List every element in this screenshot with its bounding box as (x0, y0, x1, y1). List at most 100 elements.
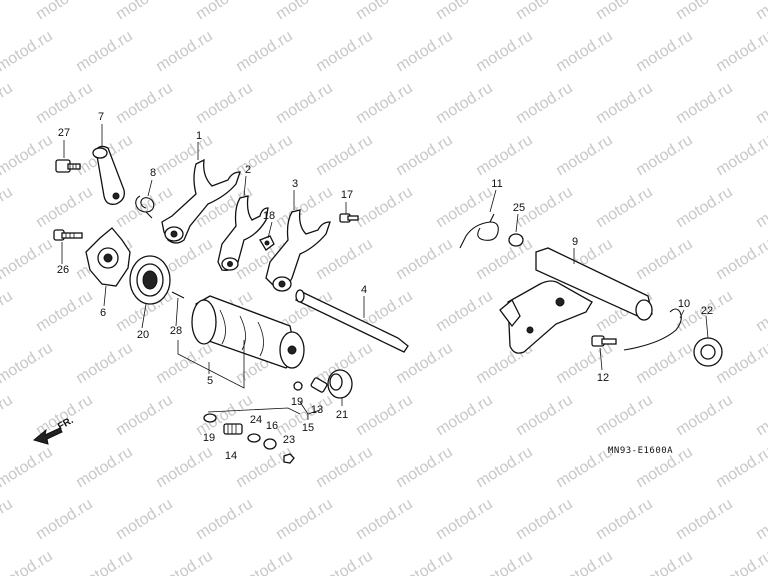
part-28-pin[interactable] (171, 291, 185, 299)
watermark-text: motod.ru (313, 28, 376, 76)
part-22-seal[interactable] (693, 337, 723, 367)
watermark-text: motod.ru (553, 28, 616, 76)
callout-21[interactable]: 21 (336, 409, 348, 421)
callout-11[interactable]: 11 (491, 178, 502, 190)
part-27-bolt[interactable] (55, 159, 81, 173)
part-12-bolt[interactable] (591, 335, 617, 347)
part-2-shift-fork[interactable] (217, 195, 269, 271)
watermark-text: motod.ru (313, 548, 376, 576)
watermark-text: motod.ru (113, 392, 176, 440)
watermark-text: motod.ru (313, 132, 376, 180)
watermark-text: motod.ru (73, 444, 136, 492)
part-19-washer-lower[interactable] (203, 413, 217, 423)
callout-20[interactable]: 20 (137, 329, 149, 341)
watermark-text: motod.ru (473, 444, 536, 492)
watermark-text: motod.ru (513, 392, 576, 440)
callout-8[interactable]: 8 (150, 167, 156, 179)
watermark-text: motod.ru (433, 288, 496, 336)
part-25-ring[interactable] (508, 233, 524, 247)
part-9-shift-spindle[interactable] (499, 247, 653, 354)
part-17-bolt[interactable] (339, 213, 359, 223)
watermark-text: motod.ru (353, 496, 416, 544)
callout-2[interactable]: 2 (245, 164, 251, 176)
callout-23[interactable]: 23 (283, 434, 295, 446)
callout-25[interactable]: 25 (513, 202, 525, 214)
watermark-text: motod.ru (113, 0, 176, 23)
watermark-text: motod.ru (673, 0, 736, 23)
callout-3[interactable]: 3 (292, 178, 298, 190)
watermark-text: motod.ru (353, 80, 416, 128)
watermark-text: motod.ru (353, 392, 416, 440)
part-18-clip[interactable] (259, 235, 275, 251)
part-8-spring[interactable] (135, 195, 155, 219)
watermark-text: motod.ru (153, 548, 216, 576)
watermark-text: motod.ru (113, 80, 176, 128)
watermark-text: motod.ru (73, 28, 136, 76)
part-13-pin[interactable] (310, 377, 328, 393)
watermark-text: motod.ru (193, 80, 256, 128)
watermark-text: motod.ru (33, 80, 96, 128)
watermark-text: motod.ru (593, 392, 656, 440)
callout-16[interactable]: 16 (266, 420, 278, 432)
watermark-text: motod.ru (753, 184, 768, 232)
part-19-washer-upper[interactable] (293, 381, 303, 391)
watermark-text: motod.ru (633, 548, 696, 576)
watermark-text: motod.ru (633, 132, 696, 180)
part-3-shift-fork[interactable] (265, 209, 331, 292)
part-1-shift-fork[interactable] (161, 158, 241, 244)
part-10-spring[interactable] (623, 308, 682, 351)
callout-17[interactable]: 17 (341, 189, 353, 201)
watermark-text: motod.ru (0, 288, 16, 336)
callout-10[interactable]: 10 (678, 298, 690, 310)
callout-6[interactable]: 6 (100, 307, 106, 319)
watermark-text: motod.ru (0, 444, 56, 492)
watermark-text: motod.ru (473, 236, 536, 284)
watermark-text: motod.ru (193, 0, 256, 23)
watermark-text: motod.ru (593, 184, 656, 232)
callout-4[interactable]: 4 (361, 284, 367, 296)
callout-1[interactable]: 1 (196, 130, 202, 142)
callout-9[interactable]: 9 (572, 236, 578, 248)
part-5-shift-drum[interactable] (191, 295, 305, 369)
watermark-text: motod.ru (713, 132, 768, 180)
callout-22[interactable]: 22 (701, 305, 713, 317)
watermark-text: motod.ru (393, 548, 456, 576)
watermark-text: motod.ru (193, 496, 256, 544)
callout-24[interactable]: 24 (250, 414, 262, 426)
part-26-bolt[interactable] (53, 229, 83, 241)
watermark-text: motod.ru (633, 236, 696, 284)
callout-27[interactable]: 27 (58, 127, 70, 139)
watermark-text: motod.ru (393, 444, 456, 492)
watermark-text: motod.ru (633, 340, 696, 388)
callout-15[interactable]: 15 (302, 422, 314, 434)
part-6-star-plate[interactable] (85, 227, 131, 287)
watermark-text: motod.ru (0, 132, 56, 180)
watermark-text: motod.ru (0, 496, 16, 544)
watermark-text: motod.ru (473, 548, 536, 576)
callout-12[interactable]: 12 (597, 372, 609, 384)
part-23-nut[interactable] (283, 453, 295, 464)
callout-19-lower[interactable]: 19 (203, 432, 215, 444)
watermark-text: motod.ru (553, 132, 616, 180)
part-7-stopper-arm[interactable] (92, 145, 125, 205)
part-14-switch[interactable] (223, 423, 243, 435)
part-20-bearing[interactable] (129, 255, 171, 305)
callout-14[interactable]: 14 (225, 450, 237, 462)
part-11-spring[interactable] (459, 213, 499, 249)
part-24-washer[interactable] (247, 433, 261, 443)
part-4-fork-shaft[interactable] (295, 289, 409, 353)
callout-7[interactable]: 7 (98, 111, 104, 123)
part-16-nut[interactable] (263, 438, 277, 450)
watermark-text: motod.ru (713, 548, 768, 576)
callout-26[interactable]: 26 (57, 264, 69, 276)
callout-5[interactable]: 5 (207, 375, 213, 387)
watermark-text: motod.ru (593, 80, 656, 128)
part-21-collar[interactable] (327, 369, 353, 399)
watermark-text: motod.ru (33, 0, 96, 23)
callout-18[interactable]: 18 (263, 210, 275, 222)
callout-19-upper[interactable]: 19 (291, 396, 303, 408)
callout-13[interactable]: 13 (311, 404, 323, 416)
callout-28[interactable]: 28 (170, 325, 182, 337)
